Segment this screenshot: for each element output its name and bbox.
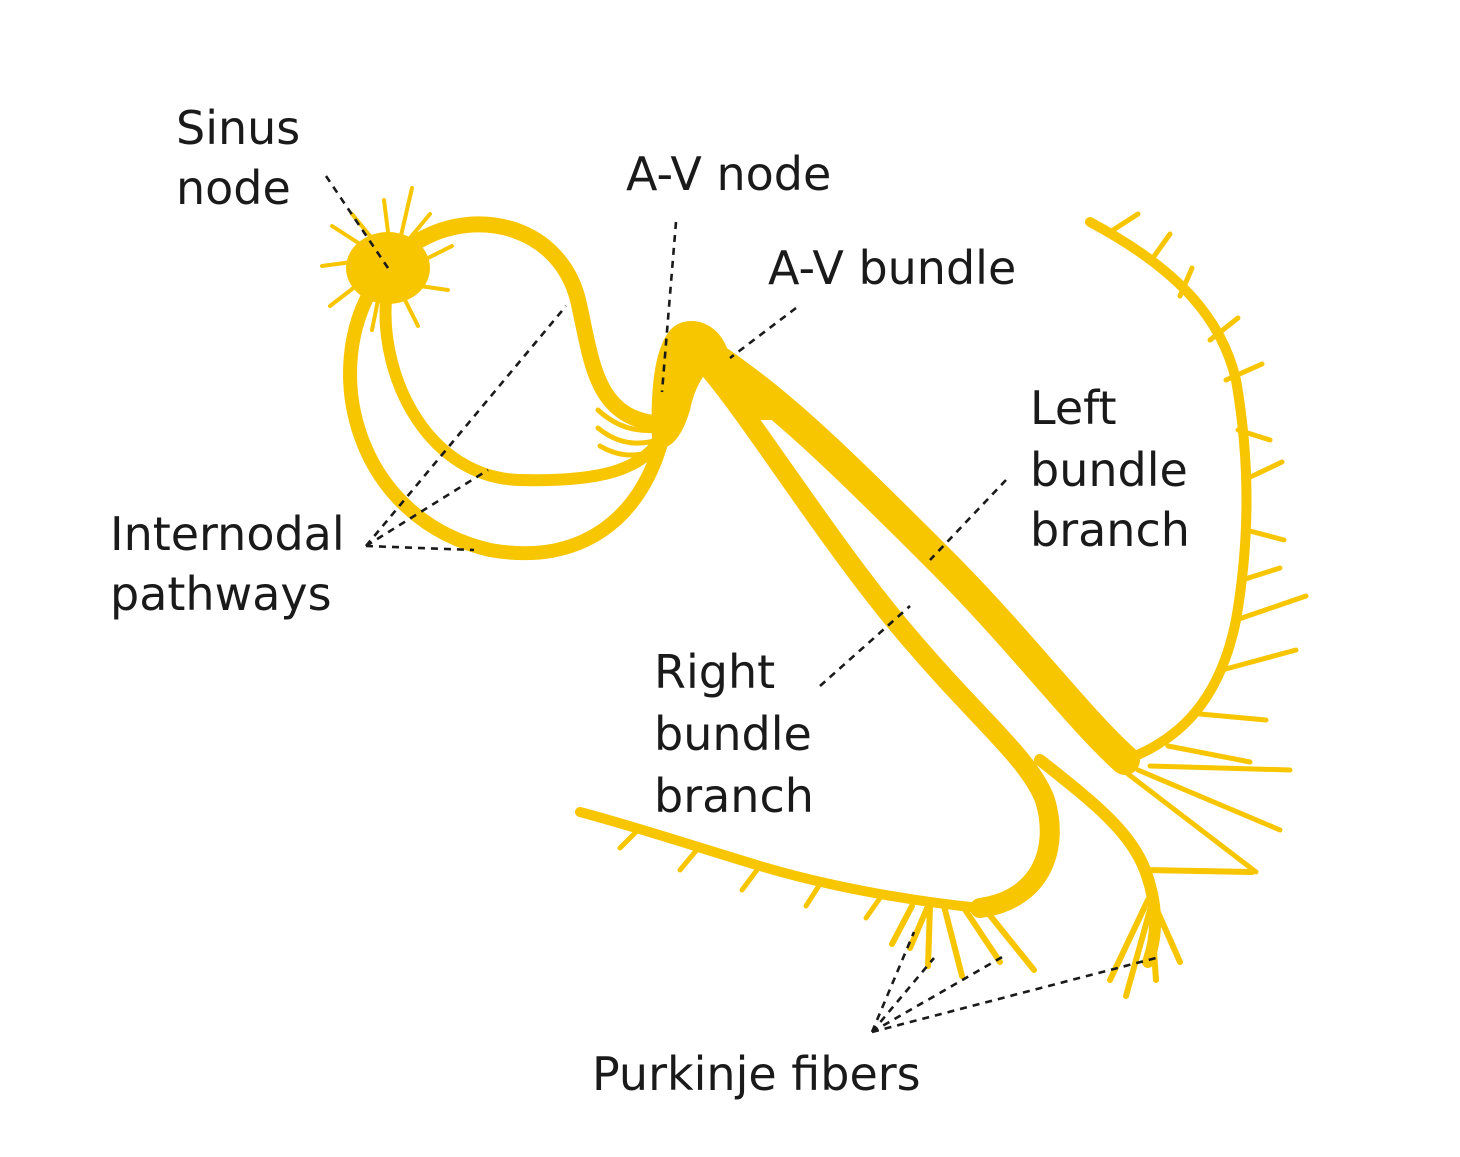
purkinje-leader-2 [871, 957, 935, 1033]
right-bundle-branch-label-line-1: Right [654, 645, 775, 699]
left-bundle-branch-label-line-2: bundle [1030, 443, 1188, 497]
internodal-pathways-label: Internodal pathways [110, 507, 359, 621]
internodal-leader-3 [365, 544, 475, 552]
purkinje-septal-fan [1107, 867, 1255, 999]
purkinje-leader-3 [871, 954, 1005, 1034]
av-bundle-leader [729, 306, 797, 360]
left-bundle-branch-trunk [707, 349, 1140, 775]
av-bundle-label: A-V bundle [768, 241, 1016, 295]
internodal-pathways-label-line-1: Internodal [110, 507, 345, 561]
purkinje-bottom-fan [889, 903, 1037, 979]
right-bundle-branch-label-line-2: bundle [654, 707, 812, 761]
internodal-pathways-label-line-2: pathways [110, 567, 332, 621]
sinus-node-label-line-2: node [176, 161, 291, 215]
internodal-leader-1 [365, 305, 567, 547]
left-bundle-branch-leader [929, 479, 1007, 561]
left-bundle-branch-label: Left bundle branch [1030, 381, 1202, 557]
internodal-pathway-top [412, 216, 670, 432]
purkinje-fibers [575, 807, 1255, 999]
left-outer-fiber [1085, 217, 1252, 765]
left-fiber-twigs [1107, 211, 1309, 875]
purkinje-leader-1 [870, 931, 916, 1033]
sinus-node-label: Sinus node [176, 101, 315, 215]
internodal-pathways [343, 216, 670, 561]
septal-branch [1034, 754, 1162, 968]
conduction-pathway-drawing [320, 186, 1309, 999]
internodal-pathway-middle [379, 294, 666, 487]
internodal-pathway-outer [343, 285, 669, 561]
purkinje-leader-4 [871, 956, 1157, 1034]
left-bundle-branch-label-line-1: Left [1030, 381, 1117, 435]
right-bundle-branch-label: Right bundle branch [654, 645, 826, 823]
sinus-node-leader [324, 175, 390, 269]
purkinje-right-twigs [617, 825, 883, 921]
right-bundle-branch-trunk [702, 362, 1060, 918]
av-node-leader [660, 221, 678, 393]
labels: Sinus node A-V node A-V bundle Left bund… [110, 101, 1202, 1101]
purkinje-fibers-label: Purkinje fibers [592, 1047, 921, 1101]
internodal-leader-2 [365, 468, 489, 548]
leader-lines [324, 175, 1157, 1034]
av-bundle-and-branches [690, 330, 1162, 968]
left-bundle-branch-label-line-3: branch [1030, 503, 1190, 557]
sinus-node-rays [320, 186, 454, 332]
left-ventricle-fibers [1085, 211, 1309, 875]
right-bundle-branch-label-line-3: branch [654, 769, 814, 823]
av-node-label: A-V node [626, 147, 831, 201]
sinus-node-label-line-1: Sinus [176, 101, 300, 155]
